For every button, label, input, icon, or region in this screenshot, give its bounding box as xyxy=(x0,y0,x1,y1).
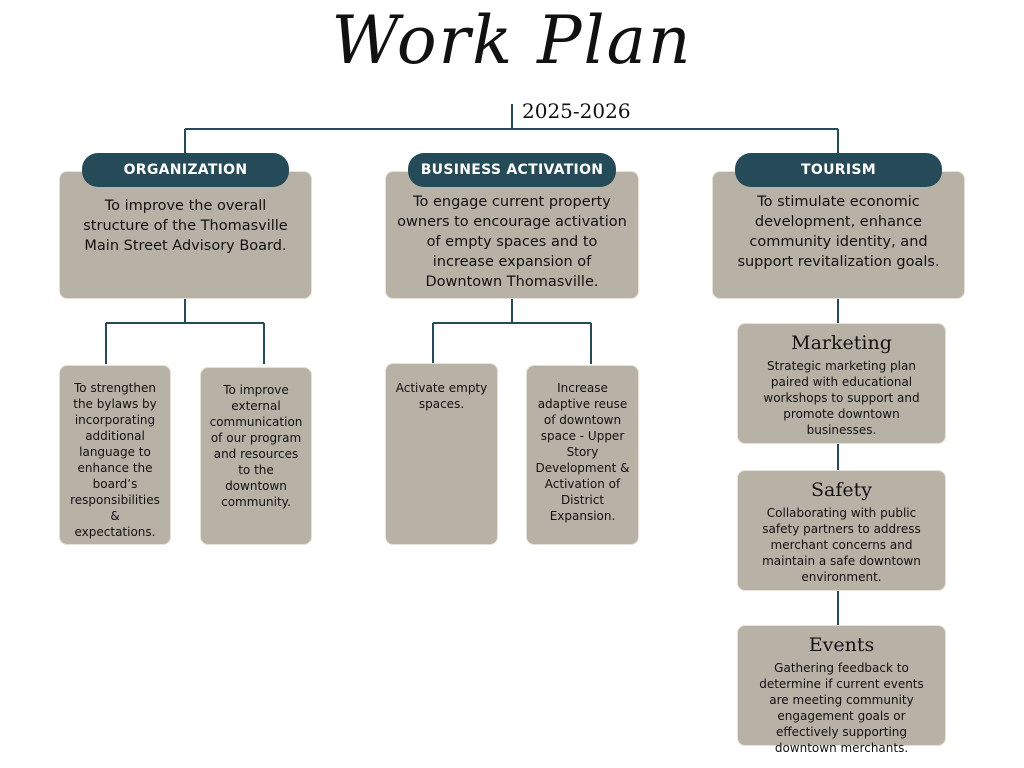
page-title: Work Plan xyxy=(331,2,693,79)
organization-pill: ORGANIZATION xyxy=(82,153,289,187)
events-text: Gathering feedback to determine if curre… xyxy=(759,661,924,755)
objective-text: To improve external communication of our… xyxy=(209,383,303,509)
business-goal: To engage current property owners to enc… xyxy=(397,194,627,290)
tourism-goal-box: To stimulate economic development, enhan… xyxy=(712,171,965,299)
objective-text: Increase adaptive reuse of downtown spac… xyxy=(535,381,630,523)
objective-text: Activate empty spaces. xyxy=(395,381,488,411)
business-activation-pill: BUSINESS ACTIVATION xyxy=(408,153,616,187)
organization-objective-1: To strengthen the bylaws by incorporatin… xyxy=(59,365,171,545)
organization-objective-2: To improve external communication of our… xyxy=(200,367,312,545)
business-goal-box: To engage current property owners to enc… xyxy=(385,171,639,299)
tourism-marketing-box: Marketing Strategic marketing plan paire… xyxy=(737,323,946,444)
tourism-goal: To stimulate economic development, enhan… xyxy=(737,194,940,270)
organization-goal-box: To improve the overall structure of the … xyxy=(59,171,312,299)
marketing-text: Strategic marketing plan paired with edu… xyxy=(763,359,920,437)
page-subtitle: 2025-2026 xyxy=(522,99,631,123)
tourism-safety-box: Safety Collaborating with public safety … xyxy=(737,470,946,591)
organization-goal: To improve the overall structure of the … xyxy=(83,198,288,254)
business-objective-1: Activate empty spaces. xyxy=(385,363,498,545)
events-heading: Events xyxy=(808,634,875,656)
tourism-events-box: Events Gathering feedback to determine i… xyxy=(737,625,946,755)
business-objective-2: Increase adaptive reuse of downtown spac… xyxy=(526,365,639,545)
safety-heading: Safety xyxy=(811,479,872,501)
objective-text: To strengthen the bylaws by incorporatin… xyxy=(70,381,160,539)
marketing-heading: Marketing xyxy=(791,332,892,354)
tourism-pill: TOURISM xyxy=(735,153,942,187)
safety-text: Collaborating with public safety partner… xyxy=(762,506,921,584)
